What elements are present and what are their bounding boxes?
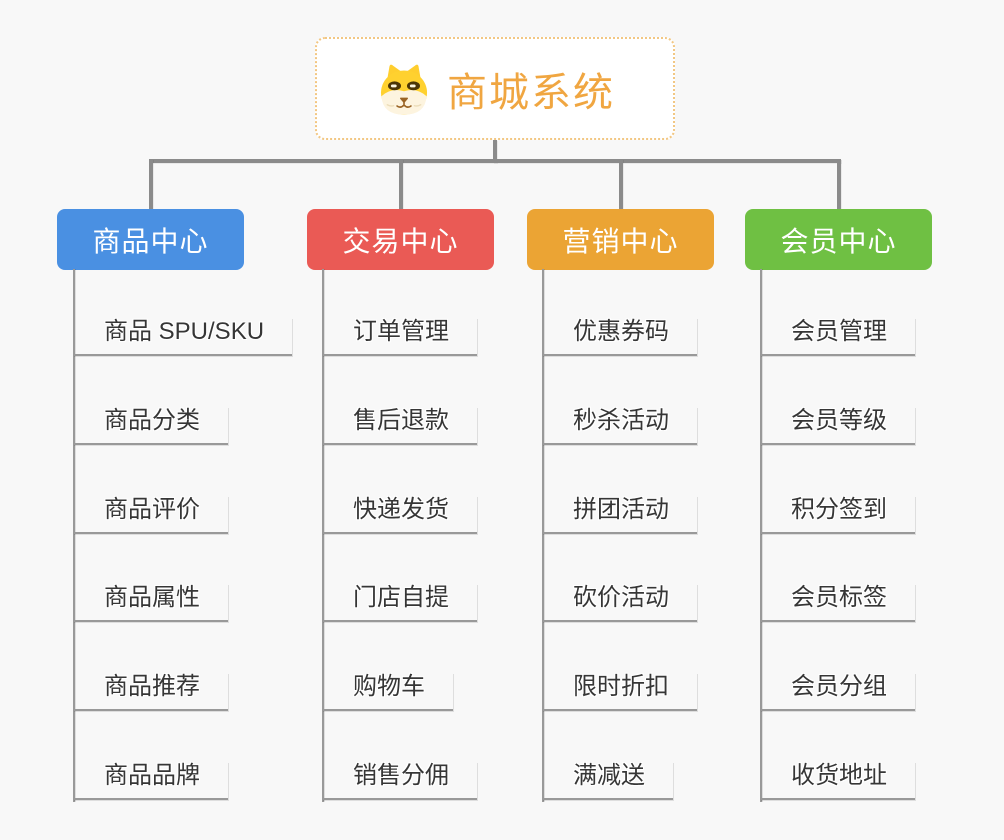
leaf-node[interactable]: 销售分佣 [322, 762, 477, 800]
leaf-node[interactable]: 优惠券码 [542, 318, 697, 356]
leaf-label: 商品品牌 [104, 762, 200, 789]
leaf-label: 收货地址 [791, 762, 887, 789]
branch-drop-line-3 [836, 159, 841, 209]
branch-drop-line-2 [618, 159, 623, 209]
branch-node-1[interactable]: 交易中心 [307, 209, 494, 270]
branch-label: 会员中心 [780, 225, 897, 257]
leaf-node[interactable]: 积分签到 [760, 496, 915, 534]
leaf-label: 会员标签 [791, 584, 887, 611]
leaf-node[interactable]: 订单管理 [322, 318, 477, 356]
branch-trunk-line-2 [542, 269, 544, 802]
leaf-node[interactable]: 会员管理 [760, 318, 915, 356]
leaf-node[interactable]: 商品评价 [73, 496, 228, 534]
leaf-label: 积分签到 [791, 496, 887, 523]
branch-trunk-line-0 [73, 269, 75, 802]
leaf-node[interactable]: 商品品牌 [73, 762, 228, 800]
branch-label: 商品中心 [92, 225, 209, 257]
leaf-node[interactable]: 商品属性 [73, 584, 228, 622]
leaf-node[interactable]: 秒杀活动 [542, 407, 697, 445]
leaf-node[interactable]: 会员等级 [760, 407, 915, 445]
leaf-label: 会员分组 [791, 673, 887, 700]
leaf-label: 购物车 [353, 673, 425, 700]
leaf-label: 商品推荐 [104, 673, 200, 700]
leaf-label: 商品属性 [104, 584, 200, 611]
branch-trunk-line-3 [760, 269, 762, 802]
leaf-label: 售后退款 [353, 407, 449, 434]
leaf-label: 商品分类 [104, 407, 200, 434]
dog-face-icon [375, 61, 433, 117]
root-title: 商城系统 [447, 70, 615, 115]
leaf-label: 限时折扣 [573, 673, 669, 700]
branch-node-0[interactable]: 商品中心 [57, 209, 244, 270]
leaf-node[interactable]: 商品分类 [73, 407, 228, 445]
leaf-label: 订单管理 [353, 318, 449, 345]
leaf-node[interactable]: 满减送 [542, 762, 673, 800]
leaf-node[interactable]: 门店自提 [322, 584, 477, 622]
leaf-label: 销售分佣 [353, 762, 449, 789]
leaf-node[interactable]: 商品推荐 [73, 673, 228, 711]
root-stem-line [493, 140, 497, 163]
branch-trunk-line-1 [322, 269, 324, 802]
leaf-label: 商品 SPU/SKU [104, 318, 265, 345]
horizontal-rail-line [148, 159, 841, 163]
leaf-node[interactable]: 拼团活动 [542, 496, 697, 534]
branch-label: 交易中心 [342, 225, 459, 257]
leaf-label: 拼团活动 [573, 496, 669, 523]
branch-drop-line-1 [398, 159, 403, 209]
leaf-label: 快递发货 [353, 496, 449, 523]
branch-label: 营销中心 [562, 225, 679, 257]
leaf-label: 会员管理 [791, 318, 887, 345]
leaf-label: 商品评价 [104, 496, 200, 523]
leaf-node[interactable]: 会员标签 [760, 584, 915, 622]
leaf-label: 会员等级 [791, 407, 887, 434]
leaf-label: 门店自提 [353, 584, 449, 611]
leaf-node[interactable]: 砍价活动 [542, 584, 697, 622]
leaf-node[interactable]: 收货地址 [760, 762, 915, 800]
leaf-label: 秒杀活动 [573, 407, 669, 434]
leaf-label: 满减送 [573, 762, 645, 789]
leaf-node[interactable]: 快递发货 [322, 496, 477, 534]
leaf-node[interactable]: 购物车 [322, 673, 453, 711]
leaf-label: 砍价活动 [573, 584, 669, 611]
leaf-label: 优惠券码 [573, 318, 669, 345]
leaf-node[interactable]: 商品 SPU/SKU [73, 318, 293, 356]
branch-node-2[interactable]: 营销中心 [527, 209, 714, 270]
branch-node-3[interactable]: 会员中心 [745, 209, 932, 270]
root-node[interactable]: 商城系统 [315, 37, 675, 140]
branch-drop-line-0 [148, 159, 153, 209]
leaf-node[interactable]: 会员分组 [760, 673, 915, 711]
leaf-node[interactable]: 售后退款 [322, 407, 477, 445]
leaf-node[interactable]: 限时折扣 [542, 673, 697, 711]
